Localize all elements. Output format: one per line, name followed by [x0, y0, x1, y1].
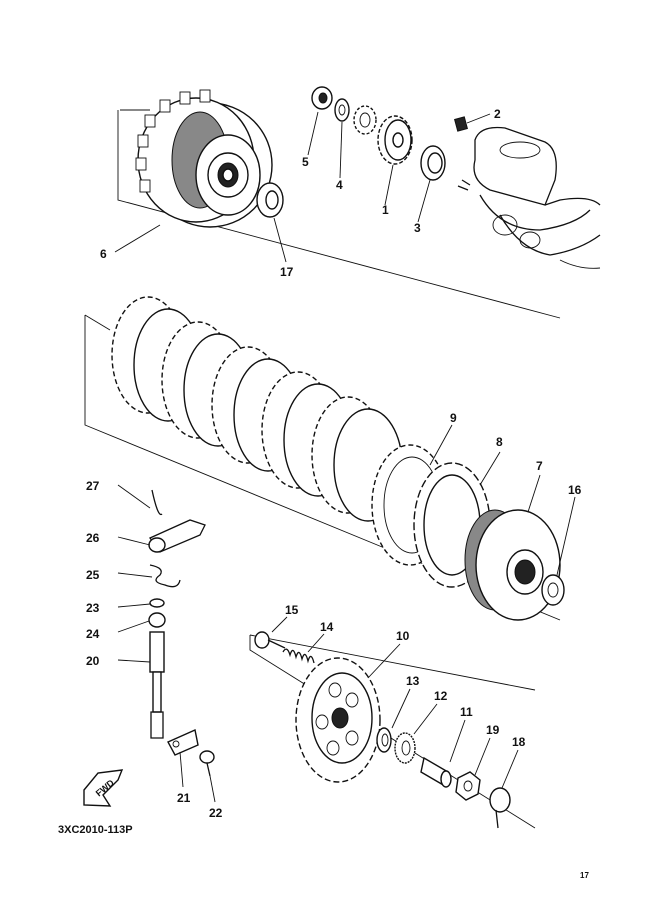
callout-2: 2 — [494, 107, 501, 121]
callout-11: 11 — [460, 705, 473, 719]
callout-10: 10 — [396, 629, 410, 643]
callout-26: 26 — [86, 531, 100, 545]
clutch-spring — [282, 648, 315, 664]
oil-seal — [420, 145, 446, 181]
callout-5: 5 — [302, 155, 309, 169]
small-gear — [353, 105, 377, 135]
forward-direction-arrow: FWD — [83, 769, 124, 807]
clutch-plates-stack — [111, 296, 403, 522]
callout-1: 1 — [382, 203, 389, 217]
clutch-boss — [464, 509, 561, 621]
callout-3: 3 — [414, 221, 421, 235]
callout-12: 12 — [434, 689, 448, 703]
pressure-plate — [295, 657, 381, 783]
leader-lines — [114, 111, 576, 803]
clutch-housing — [135, 89, 273, 228]
callout-24: 24 — [86, 627, 100, 641]
callout-22: 22 — [209, 806, 223, 820]
callout-21: 21 — [177, 791, 191, 805]
callout-18: 18 — [512, 735, 526, 749]
callout-numbers: 1 2 3 4 5 6 7 8 9 10 11 12 13 14 15 16 1… — [86, 107, 582, 820]
diagram-code: 3XC2010-113P — [58, 824, 133, 836]
callout-9: 9 — [450, 411, 457, 425]
callout-13: 13 — [406, 674, 420, 688]
push-rod — [420, 756, 452, 788]
corner-mark: 17 — [580, 871, 589, 880]
callout-8: 8 — [496, 435, 503, 449]
callout-15: 15 — [285, 603, 299, 617]
lever-plate — [167, 729, 199, 756]
callout-27: 27 — [86, 479, 100, 493]
tab-washer — [489, 787, 511, 829]
callout-20: 20 — [86, 654, 100, 668]
callout-14: 14 — [320, 620, 334, 634]
housing-group-border — [117, 109, 561, 319]
lock-washer-16 — [541, 574, 565, 606]
push-lever-shaft — [148, 489, 206, 739]
callout-17: 17 — [280, 265, 294, 279]
crankshaft-sketch — [457, 126, 601, 269]
screw — [199, 750, 215, 777]
woodruff-key — [454, 116, 468, 132]
callout-7: 7 — [536, 459, 543, 473]
callout-16: 16 — [568, 483, 582, 497]
callout-19: 19 — [486, 723, 500, 737]
thrust-washer — [256, 182, 284, 218]
thrust-bearing — [394, 732, 416, 764]
callout-6: 6 — [100, 247, 107, 261]
callout-25: 25 — [86, 568, 100, 582]
hex-nut — [455, 771, 481, 801]
lock-washer — [334, 98, 350, 122]
primary-drive-gear — [377, 115, 413, 165]
washer-13 — [376, 727, 392, 753]
callout-23: 23 — [86, 601, 100, 615]
callout-4: 4 — [336, 178, 343, 192]
bolt — [254, 631, 286, 649]
lock-nut — [311, 86, 333, 110]
